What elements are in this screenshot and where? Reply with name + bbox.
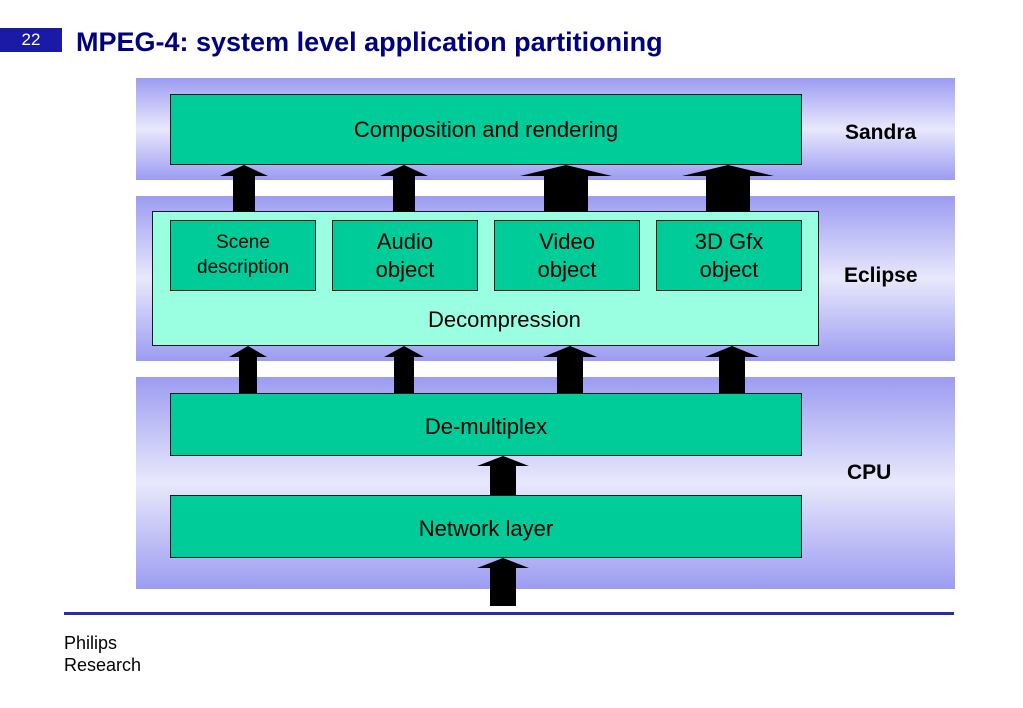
network-layer-label: Network layer (418, 516, 554, 541)
up-arrow-icon (220, 165, 268, 212)
audio-object-line2: object (375, 257, 435, 283)
up-arrow-icon (477, 456, 529, 495)
composition-rendering-box: Composition and rendering (170, 94, 802, 165)
up-arrow-icon (543, 346, 597, 393)
up-arrow-icon (477, 558, 529, 606)
decompression-label: Decompression (428, 307, 581, 332)
composition-rendering-label: Composition and rendering (353, 117, 619, 142)
video-object-line1: Video (539, 229, 595, 254)
video-object-box: Video object (494, 220, 640, 291)
audio-object-box: Audio object (332, 220, 478, 291)
scene-description-line2: description (197, 256, 289, 278)
sandra-label: Sandra (845, 121, 917, 144)
footer-branding: Philips Research (64, 632, 141, 676)
cpu-label: CPU (847, 461, 892, 484)
network-layer-box: Network layer (170, 495, 802, 558)
scene-description-box: Scene description (170, 220, 316, 291)
audio-object-line1: Audio (376, 229, 434, 254)
demultiplex-box: De-multiplex (170, 393, 802, 456)
up-arrow-icon (229, 346, 267, 393)
up-arrow-icon (380, 165, 428, 212)
3d-gfx-object-line1: 3D Gfx (694, 229, 764, 254)
eclipse-label: Eclipse (844, 264, 918, 287)
footer-line-1: Philips (64, 633, 118, 653)
footer-line-2: Research (64, 655, 142, 675)
3d-gfx-object-line2: object (699, 257, 759, 283)
slide-title: MPEG-4: system level application partiti… (76, 27, 663, 57)
up-arrow-icon (682, 165, 774, 212)
up-arrow-icon (520, 165, 612, 212)
footer-divider (64, 612, 954, 615)
scene-description-line1: Scene (216, 232, 270, 254)
slide-number: 22 (0, 28, 62, 52)
demultiplex-label: De-multiplex (424, 414, 548, 439)
up-arrow-icon (705, 346, 759, 393)
up-arrow-icon (384, 346, 424, 393)
3d-gfx-object-box: 3D Gfx object (656, 220, 802, 291)
video-object-line2: object (537, 257, 597, 283)
